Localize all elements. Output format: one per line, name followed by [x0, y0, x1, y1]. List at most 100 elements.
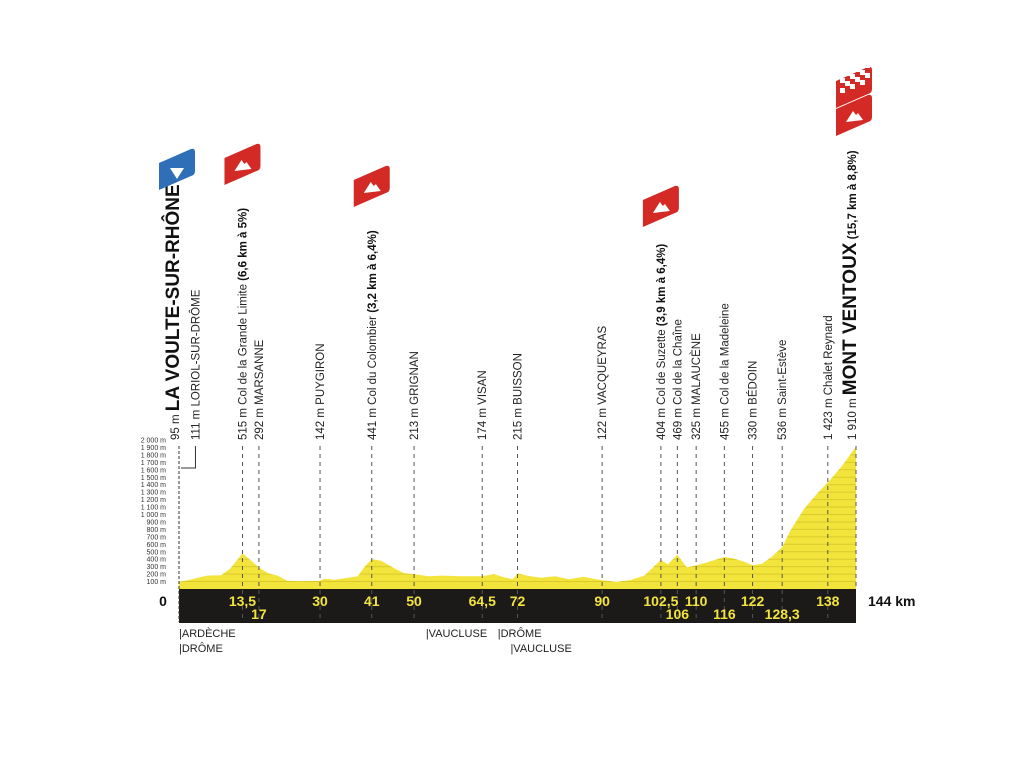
waypoint-altitude: 111 m	[190, 407, 202, 440]
waypoint-label: 111 m LORIOL-SUR-DRÔME	[189, 289, 202, 440]
waypoint-label: 292 m MARSANNE	[254, 339, 266, 440]
km-mark-label: 122	[741, 593, 765, 609]
waypoint-altitude: 292 m	[254, 405, 266, 440]
y-tick-label: 700 m	[147, 534, 167, 541]
y-tick-label: 100 m	[147, 579, 167, 586]
waypoint-label: 122 m VACQUEYRAS	[597, 325, 609, 440]
waypoint-name: Col de la Grande Limite	[237, 284, 249, 405]
finish-climb-flag	[836, 94, 872, 136]
y-tick-label: 1 600 m	[141, 467, 166, 474]
waypoint-name: LORIOL-SUR-DRÔME	[189, 289, 202, 406]
y-tick-label: 600 m	[147, 542, 167, 549]
waypoint-name: Col de Suzette	[656, 329, 668, 404]
km-mark-label: 30	[312, 593, 328, 609]
km-end-label: 144 km	[868, 593, 915, 609]
y-tick-label: 2 000 m	[141, 438, 166, 445]
y-tick-label: 400 m	[147, 557, 167, 564]
checker-square	[845, 71, 850, 76]
waypoint-name: MONT VENTOUX	[840, 242, 861, 395]
km-mark-label: 128,3	[765, 606, 800, 622]
climb-flag	[224, 143, 261, 185]
checker-square	[860, 80, 865, 85]
checker-square	[850, 84, 855, 89]
waypoint-label: 469 m Col de la Chaîne	[672, 319, 684, 440]
waypoint-label: 1 910 m MONT VENTOUX (15,7 km à 8,8%)	[840, 150, 861, 440]
waypoint-name: Chalet Reynard	[823, 315, 835, 395]
department-label: |DRÔME	[179, 642, 223, 655]
waypoint-altitude: 330 m	[748, 405, 760, 440]
y-tick-label: 900 m	[147, 519, 167, 526]
checker-square	[850, 74, 855, 79]
waypoint-name: Col du Colombier	[367, 316, 379, 405]
climb-flag	[642, 185, 679, 227]
waypoint-name: BUISSON	[513, 353, 525, 405]
km-mark-label: 41	[364, 593, 380, 609]
km-mark-label: 90	[594, 593, 610, 609]
waypoint-altitude: 213 m	[409, 405, 421, 440]
waypoint-altitude: 1 910 m	[847, 395, 859, 440]
waypoint-name: Saint-Estève	[777, 340, 789, 405]
waypoint-name: GRIGNAN	[409, 351, 421, 405]
waypoint-label: 441 m Col du Colombier (3,2 km à 6,4%)	[367, 230, 379, 440]
loriol-connector	[181, 446, 196, 469]
waypoint-name: VISAN	[477, 370, 489, 405]
department-label: |VAUCLUSE	[426, 628, 487, 640]
waypoint-label: 325 m MALAUCÈNE	[690, 333, 703, 440]
climb-detail: (3,9 km à 6,4%)	[656, 244, 668, 330]
waypoint-label: 95 m LA VOULTE-SUR-RHÔNE	[162, 184, 184, 440]
start-triangle-icon	[170, 168, 184, 179]
waypoint-altitude: 95 m	[170, 411, 182, 440]
waypoint-altitude: 174 m	[477, 405, 489, 440]
department-label: |DRÔME	[498, 627, 542, 640]
y-tick-label: 300 m	[147, 564, 167, 571]
waypoint-name: VACQUEYRAS	[597, 325, 609, 404]
climb-flag	[353, 165, 390, 207]
km-mark-label: 13,5	[229, 593, 256, 609]
y-tick-label: 1 800 m	[141, 452, 166, 459]
y-tick-label: 800 m	[147, 527, 167, 534]
waypoint-label: 213 m GRIGNAN	[409, 351, 421, 440]
waypoint-name: MALAUCÈNE	[690, 333, 703, 405]
waypoint-altitude: 325 m	[691, 405, 703, 440]
waypoint-label: 1 423 m Chalet Reynard	[823, 315, 835, 440]
climb-detail: (6,6 km à 5%)	[237, 208, 249, 284]
department-label: |VAUCLUSE	[510, 643, 571, 655]
checker-square	[840, 88, 845, 93]
km-mark-label: 116	[713, 606, 736, 622]
km-mark-label: 72	[510, 593, 526, 609]
waypoint-altitude: 515 m	[237, 405, 249, 440]
y-tick-label: 1 900 m	[141, 445, 166, 452]
waypoint-label: 174 m VISAN	[477, 370, 489, 440]
waypoint-altitude: 142 m	[315, 405, 327, 440]
climb-detail: (3,2 km à 6,4%)	[367, 230, 379, 316]
checker-square	[840, 78, 845, 83]
waypoint-name: PUYGIRON	[315, 343, 327, 404]
waypoint-label: 330 m BÉDOIN	[747, 361, 760, 440]
y-tick-label: 1 500 m	[141, 475, 166, 482]
checker-square	[855, 67, 860, 72]
y-tick-label: 1 300 m	[141, 490, 166, 497]
checker-square	[865, 73, 870, 78]
y-tick-label: 1 700 m	[141, 460, 166, 467]
km-mark-label: 17	[251, 606, 267, 622]
mountain-icon	[363, 182, 381, 193]
waypoint-altitude: 455 m	[719, 405, 731, 440]
waypoint-name: Col de la Madeleine	[719, 303, 731, 405]
km-mark-label: 110	[685, 593, 708, 609]
y-tick-label: 500 m	[147, 549, 167, 556]
km-mark-label: 50	[406, 593, 422, 609]
y-tick-label: 1 200 m	[141, 497, 166, 504]
y-tick-label: 200 m	[147, 572, 167, 579]
waypoint-label: 515 m Col de la Grande Limite (6,6 km à …	[237, 208, 249, 440]
start-flag	[159, 148, 195, 190]
finish-checkered-flag	[836, 63, 872, 108]
waypoint-altitude: 404 m	[656, 405, 668, 440]
waypoint-label: 455 m Col de la Madeleine	[719, 303, 731, 440]
y-tick-label: 1 100 m	[141, 505, 166, 512]
elevation-profile-area	[179, 446, 856, 589]
mountain-icon	[234, 160, 252, 171]
waypoint-name: BÉDOIN	[747, 361, 760, 405]
checker-square	[860, 70, 865, 75]
y-tick-label: 1 400 m	[141, 482, 166, 489]
